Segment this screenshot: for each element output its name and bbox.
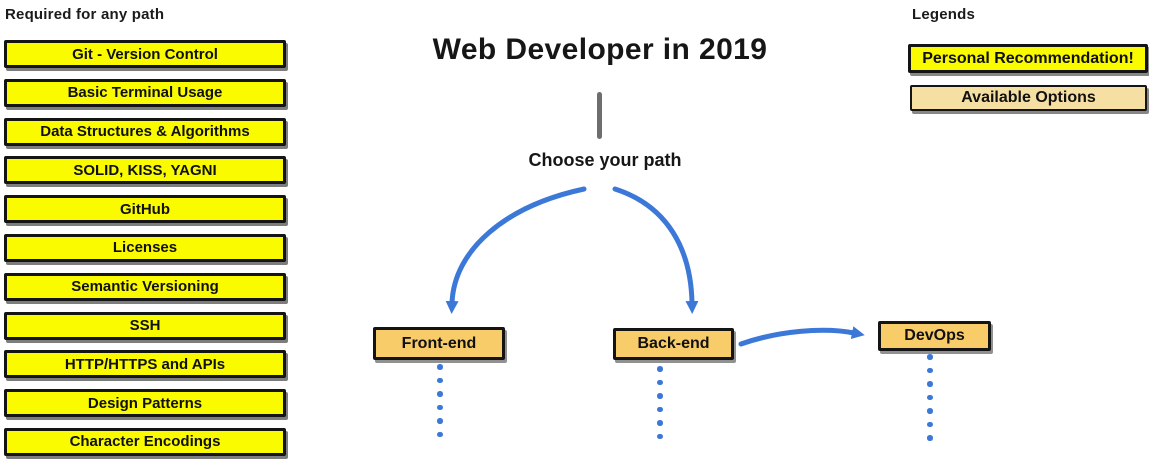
page-title: Web Developer in 2019 [432, 33, 768, 66]
continuation-dot [437, 377, 443, 383]
path-node-devops: DevOps [878, 321, 991, 351]
required-item: Licenses [4, 233, 286, 262]
arrow-to-frontend [445, 186, 587, 314]
required-section-header: Required for any path [5, 6, 165, 23]
continuation-dot [927, 354, 933, 360]
path-node-frontend: Front-end [373, 327, 505, 360]
continuation-dot [657, 433, 663, 439]
continuation-dot [657, 406, 663, 412]
legends-header: Legends [912, 6, 976, 23]
continuation-dot [927, 408, 933, 414]
backend-continuation-dots [657, 366, 663, 447]
continuation-dot [927, 394, 933, 400]
arrow-backend-to-devops [738, 326, 865, 347]
continuation-dot [927, 435, 933, 441]
continuation-dot [437, 404, 443, 410]
legend-personal-recommendation: Personal Recommendation! [908, 44, 1148, 73]
continuation-dot [437, 418, 443, 424]
continuation-dot [437, 391, 443, 397]
required-item: Basic Terminal Usage [4, 78, 286, 107]
legend-available-options: Available Options [910, 85, 1147, 111]
choose-path-label: Choose your path [528, 150, 682, 170]
continuation-dot [657, 420, 663, 426]
continuation-dot [657, 379, 663, 385]
divider-line [597, 92, 602, 139]
continuation-dot [657, 366, 663, 372]
continuation-dot [927, 421, 933, 427]
required-item: Data Structures & Algorithms [4, 117, 286, 146]
continuation-dot [657, 393, 663, 399]
frontend-continuation-dots [437, 364, 443, 445]
required-item: HTTP/HTTPS and APIs [4, 350, 286, 379]
required-item: Character Encodings [4, 427, 286, 456]
path-node-backend: Back-end [613, 328, 734, 360]
required-item: Semantic Versioning [4, 272, 286, 301]
continuation-dot [927, 381, 933, 387]
continuation-dot [437, 364, 443, 370]
required-item: GitHub [4, 195, 286, 224]
required-item: Design Patterns [4, 389, 286, 418]
continuation-dot [927, 367, 933, 373]
arrow-to-backend [612, 186, 699, 314]
devops-continuation-dots [927, 354, 933, 449]
required-item: SOLID, KISS, YAGNI [4, 156, 286, 185]
continuation-dot [437, 431, 443, 437]
required-item: SSH [4, 311, 286, 340]
required-item: Git - Version Control [4, 40, 286, 68]
